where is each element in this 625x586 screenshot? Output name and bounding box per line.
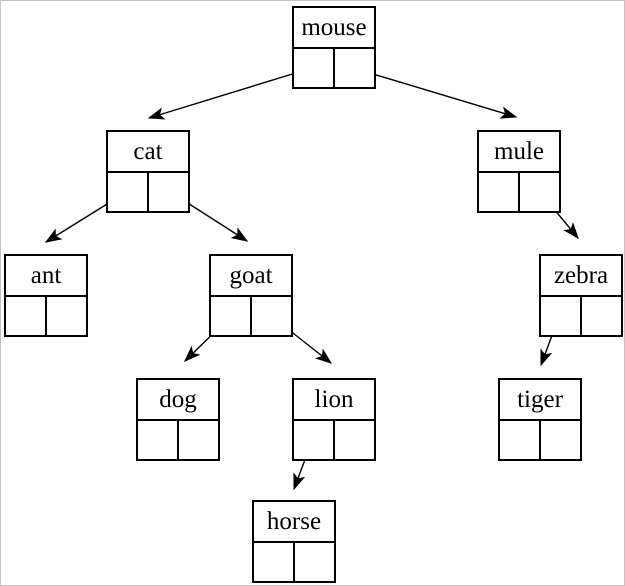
right-pointer-cell	[47, 297, 86, 335]
tree-node-dog: dog	[136, 378, 220, 461]
node-pointer-cells	[541, 297, 621, 335]
node-pointer-cells	[500, 421, 580, 459]
left-pointer-cell	[254, 543, 295, 581]
node-label: horse	[254, 502, 334, 543]
tree-node-goat: goat	[209, 254, 293, 337]
node-label: ant	[6, 256, 86, 297]
node-pointer-cells	[108, 173, 188, 211]
tree-node-cat: cat	[106, 130, 190, 213]
left-pointer-cell	[541, 297, 582, 335]
node-label: zebra	[541, 256, 621, 297]
tree-node-ant: ant	[4, 254, 88, 337]
node-pointer-cells	[294, 421, 374, 459]
node-pointer-cells	[138, 421, 218, 459]
node-label: lion	[294, 380, 374, 421]
node-label: dog	[138, 380, 218, 421]
tree-node-horse: horse	[252, 500, 336, 583]
right-pointer-cell	[335, 421, 374, 459]
left-pointer-cell	[294, 421, 335, 459]
right-pointer-cell	[335, 49, 374, 87]
left-pointer-cell	[500, 421, 541, 459]
node-pointer-cells	[6, 297, 86, 335]
tree-node-mule: mule	[477, 130, 561, 213]
node-label: goat	[211, 256, 291, 297]
node-pointer-cells	[479, 173, 559, 211]
left-pointer-cell	[479, 173, 520, 211]
left-pointer-cell	[211, 297, 252, 335]
tree-node-tiger: tiger	[498, 378, 582, 461]
tree-node-mouse: mouse	[292, 6, 376, 89]
right-pointer-cell	[520, 173, 559, 211]
left-pointer-cell	[138, 421, 179, 459]
tree-node-lion: lion	[292, 378, 376, 461]
right-pointer-cell	[541, 421, 580, 459]
tree-node-zebra: zebra	[539, 254, 623, 337]
edge-mouse-left-cat	[147, 67, 313, 120]
node-label: tiger	[500, 380, 580, 421]
edge-mouse-right-mule	[352, 67, 518, 119]
right-pointer-cell	[252, 297, 291, 335]
right-pointer-cell	[295, 543, 334, 581]
node-label: mouse	[294, 8, 374, 49]
node-pointer-cells	[294, 49, 374, 87]
left-pointer-cell	[108, 173, 149, 211]
left-pointer-cell	[294, 49, 335, 87]
right-pointer-cell	[582, 297, 621, 335]
node-label: mule	[479, 132, 559, 173]
left-pointer-cell	[6, 297, 47, 335]
right-pointer-cell	[149, 173, 188, 211]
node-label: cat	[108, 132, 188, 173]
right-pointer-cell	[179, 421, 218, 459]
node-pointer-cells	[211, 297, 291, 335]
node-pointer-cells	[254, 543, 334, 581]
